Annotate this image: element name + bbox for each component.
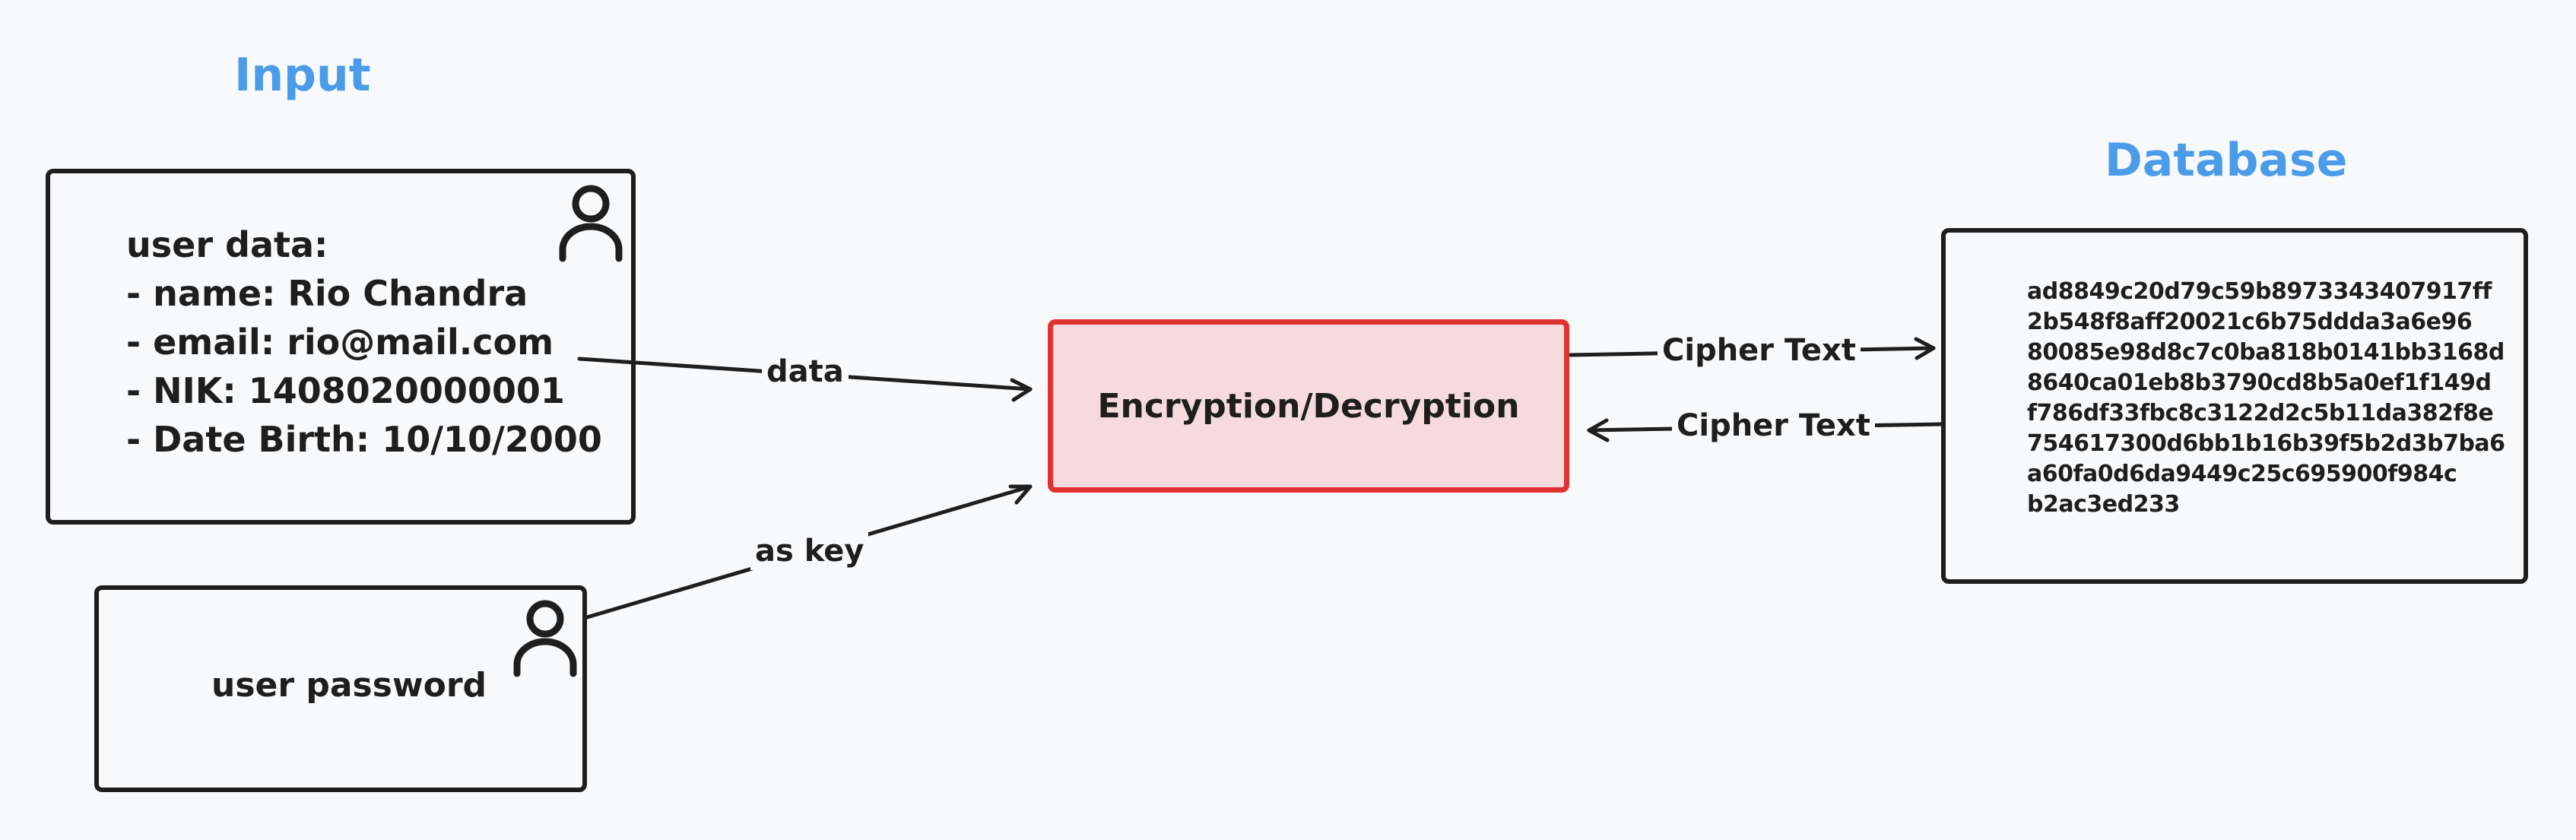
cipher-line: b2ac3ed233 (2027, 491, 2180, 518)
cipher-text-block: ad8849c20d79c59b8973343407917ff 2b548f8a… (2027, 277, 2505, 520)
edge-label-as-key: as key (750, 532, 869, 570)
user-data-line: user data: (126, 224, 328, 265)
cipher-line: f786df33fbc8c3122d2c5b11da382f8e (2027, 400, 2494, 426)
cipher-line: a60fa0d6da9449c25c695900f984c (2027, 461, 2457, 487)
user-data-line: - NIK: 1408020000001 (126, 370, 565, 411)
as-key-arrowhead (1008, 484, 1033, 505)
encryption-decryption-label: Encryption/Decryption (1097, 386, 1520, 426)
cipher-line: 2b548f8aff20021c6b75ddda3a6e96 (2027, 309, 2473, 335)
user-password-box[interactable] (94, 585, 587, 792)
user-icon (559, 185, 623, 262)
edge-label-cipher-in: Cipher Text (1672, 407, 1875, 445)
database-box[interactable] (1941, 228, 2528, 584)
data-arrowhead (1010, 378, 1033, 402)
database-title: Database (2105, 134, 2348, 187)
cipher-out-arrowhead (1914, 337, 1936, 360)
user-data-line: - Date Birth: 10/10/2000 (126, 419, 602, 460)
user-icon (513, 600, 577, 677)
user-data-text: user data: - name: Rio Chandra - email: … (126, 220, 602, 464)
edge-label-cipher-out: Cipher Text (1658, 331, 1861, 369)
user-data-line: - name: Rio Chandra (126, 273, 528, 314)
cipher-in-arrowhead (1587, 418, 1610, 442)
user-data-line: - email: rio@mail.com (126, 322, 554, 363)
cipher-line: 754617300d6bb1b16b39f5b2d3b7ba6 (2027, 430, 2505, 457)
cipher-line: ad8849c20d79c59b8973343407917ff (2027, 278, 2492, 305)
cipher-line: 80085e98d8c7c0ba818b0141bb3168d (2027, 339, 2505, 366)
cipher-line: 8640ca01eb8b3790cd8b5a0ef1f149d (2027, 369, 2492, 396)
encryption-decryption-box[interactable]: Encryption/Decryption (1048, 319, 1569, 493)
edge-label-data: data (762, 353, 849, 391)
user-data-box[interactable] (46, 169, 636, 525)
user-password-label: user password (211, 666, 487, 705)
input-title: Input (234, 49, 371, 102)
